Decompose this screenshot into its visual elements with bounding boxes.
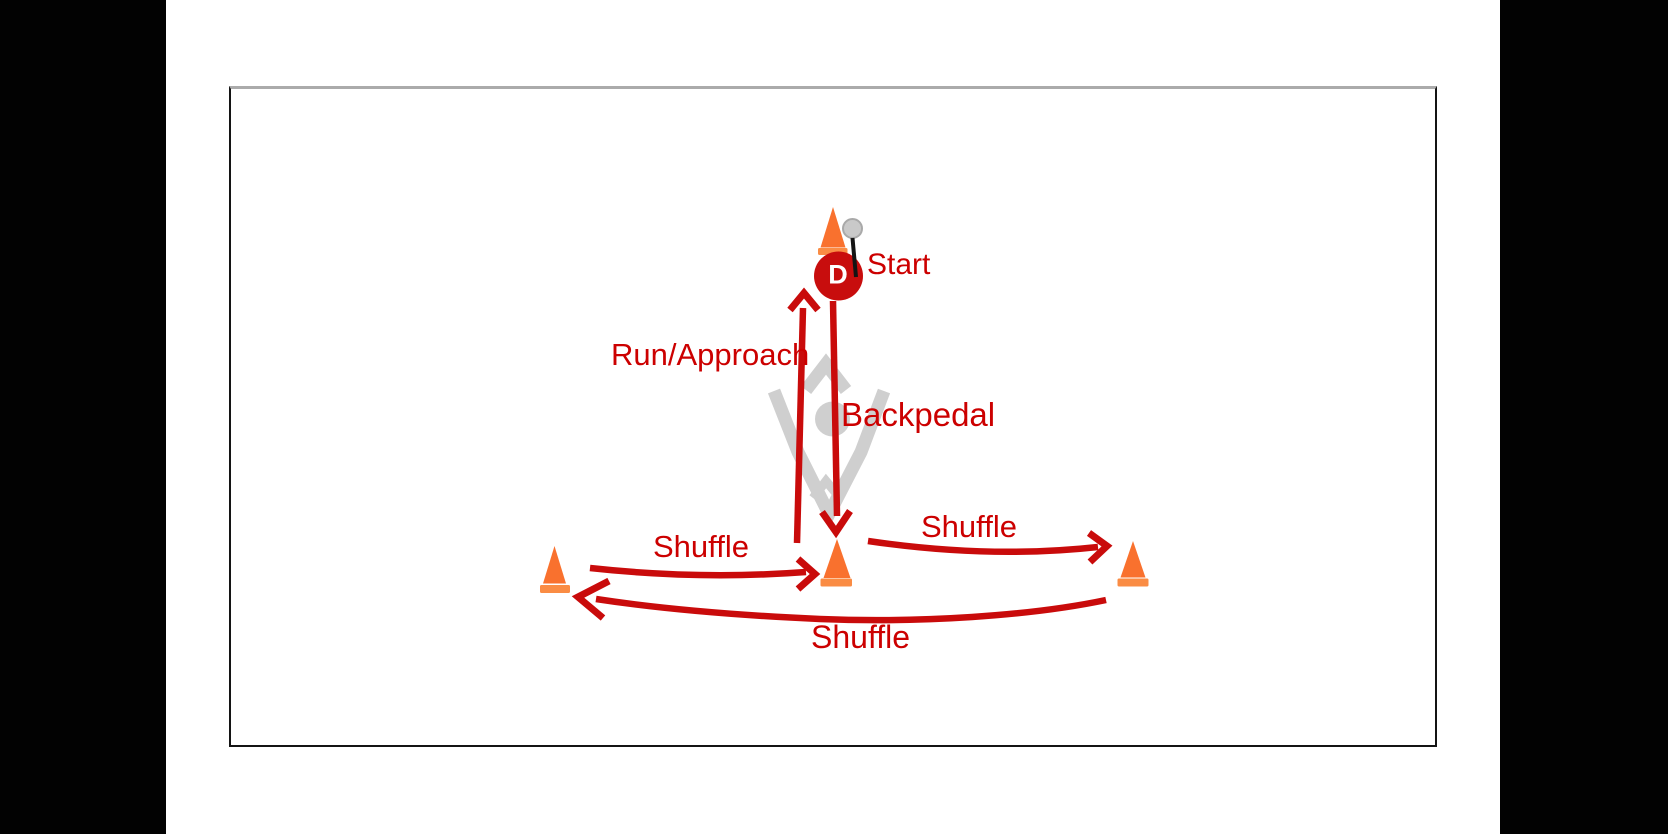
run-approach-arrow — [787, 287, 821, 544]
shuffle-center-to-right-arrow — [867, 530, 1113, 565]
start-label: Start — [867, 248, 931, 281]
arrow-shaft — [829, 300, 841, 517]
shuffle-right-label: Shuffle — [921, 509, 1017, 544]
left-letterbox-bar — [0, 0, 166, 834]
arrow-head-left — [571, 577, 611, 621]
cone-right-icon — [1117, 541, 1149, 587]
arrow-head-right — [795, 556, 821, 592]
arrow-shaft — [595, 595, 1107, 624]
arrow-shaft — [793, 307, 807, 544]
cone-center-icon — [820, 539, 852, 587]
movement-arrows — [571, 287, 1113, 624]
arrow-head-down — [819, 509, 853, 539]
arrow-head-up — [787, 287, 821, 313]
run-approach-label: Run/Approach — [611, 337, 810, 372]
start-marker-group — [814, 218, 863, 301]
arrow-shaft — [589, 564, 807, 579]
defender-marker-letter: D — [828, 259, 848, 290]
defender-marker-icon — [814, 251, 863, 301]
watermark-outline — [767, 388, 891, 529]
lacrosse-head-watermark-icon — [767, 353, 891, 529]
shuffle-return-arrow — [571, 577, 1107, 624]
lacrosse-stick-head-icon — [842, 218, 863, 239]
arrow-head-right — [1086, 530, 1113, 565]
arrow-shaft — [867, 537, 1099, 556]
right-letterbox-bar — [1500, 0, 1668, 834]
shuffle-bottom-label: Shuffle — [811, 619, 911, 655]
cone-left-icon — [540, 546, 570, 593]
watermark-top-chevron — [800, 353, 852, 394]
shuffle-left-to-center-arrow — [589, 556, 821, 592]
cones — [540, 207, 1149, 593]
shuffle-left-label: Shuffle — [653, 529, 749, 564]
backpedal-label: Backpedal — [841, 396, 996, 433]
lacrosse-stick-shaft-icon — [850, 237, 858, 278]
backpedal-arrow — [819, 300, 853, 539]
